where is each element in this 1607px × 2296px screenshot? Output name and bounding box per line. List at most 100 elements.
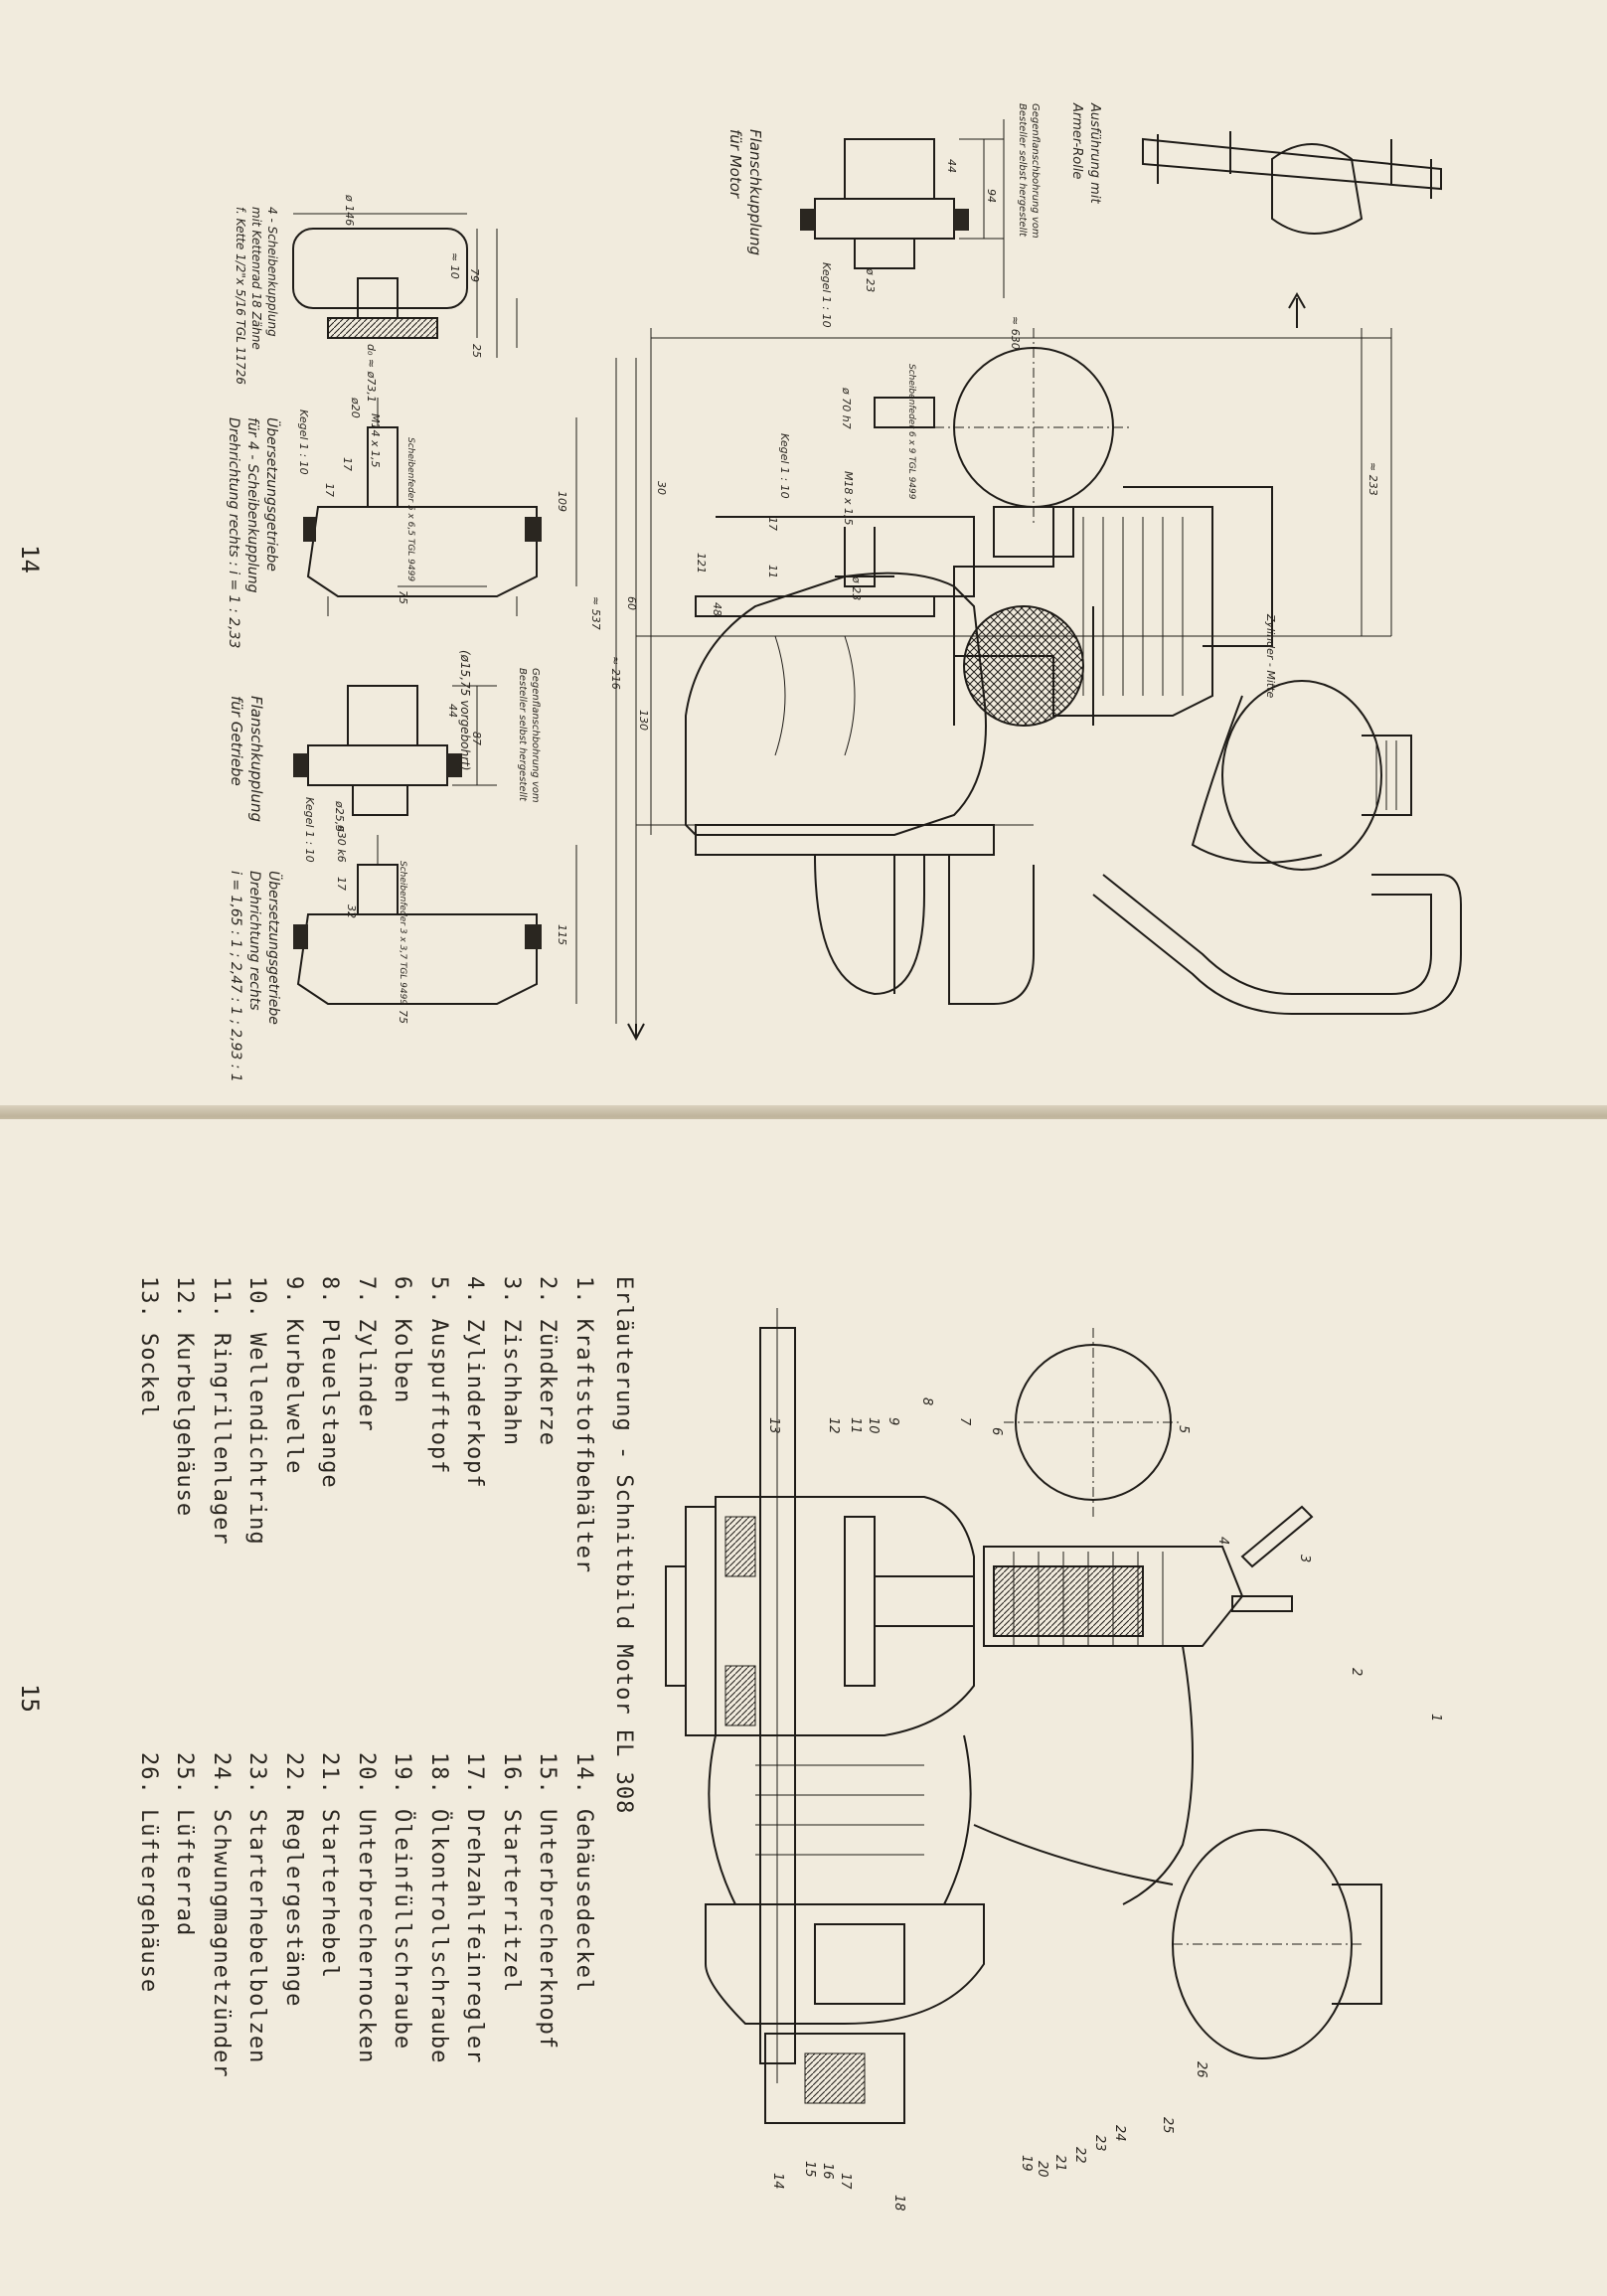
- callout-2: 2: [1349, 1668, 1364, 1677]
- dim-kegel-2: Kegel 1 : 10: [778, 433, 791, 499]
- callout-25: 25: [1160, 2117, 1175, 2134]
- callout-26: 26: [1194, 2061, 1208, 2078]
- dim-23b: ø 23: [864, 268, 877, 293]
- dim-121: 121: [695, 553, 708, 574]
- dim-233: ≈ 233: [1366, 462, 1379, 496]
- dim-m18: M18 x 1,5: [842, 471, 855, 526]
- callout-22: 22: [1072, 2147, 1087, 2164]
- dim-kegel-4: Kegel 1 : 10: [303, 797, 316, 863]
- legend-item: 5. Auspufftopf: [426, 1276, 451, 1475]
- callout-11: 11: [848, 1417, 863, 1434]
- dim-m14: M14 x 1,5: [369, 413, 382, 468]
- dim-17d: 17: [323, 483, 336, 497]
- dim-79: 79: [468, 268, 481, 282]
- dim-60: 60: [625, 596, 638, 610]
- legend-item: 2. Zündkerze: [535, 1276, 561, 1446]
- legend-item: 15. Unterbrecherknopf: [535, 1752, 561, 2050]
- callout-15: 15: [802, 2161, 817, 2178]
- legend-item: 16. Starterritzel: [499, 1752, 524, 1994]
- callout-1: 1: [1428, 1714, 1443, 1722]
- legend-item: 21. Starterhebel: [317, 1752, 343, 1979]
- dim-feder-1: Scheibenfeder 6 x 9 TGL 9499: [906, 364, 916, 500]
- dim-kegel-3: Kegel 1 : 10: [297, 410, 310, 475]
- callout-3: 3: [1297, 1555, 1312, 1563]
- note-pre-drilled: (ø15,75 vorgebohrt): [458, 650, 472, 771]
- label-flange-gear: Flanschkupplung für Getriebe: [228, 696, 265, 823]
- dim-10: ≈ 10: [448, 252, 461, 279]
- note-cylinder-center: Zylinder - Mitte: [1264, 614, 1277, 699]
- dim-70: ø 70 h7: [840, 388, 853, 429]
- callout-13: 13: [766, 1417, 781, 1434]
- label-flange-motor: Flanschkupplung für Motor: [726, 129, 764, 256]
- dim-87: 87: [470, 732, 483, 745]
- callout-17: 17: [838, 2173, 853, 2190]
- legend-item: 6. Kolben: [390, 1276, 415, 1404]
- dim-146: ø 146: [343, 195, 356, 227]
- dim-11: 11: [766, 565, 779, 578]
- dim-25: 25: [470, 344, 483, 358]
- dim-216: ≈ 216: [609, 656, 622, 690]
- dim-130: 130: [637, 710, 650, 731]
- label-gear-2: Übersetzungsgetriebe Drehrichtung rechts…: [228, 871, 281, 1082]
- dim-kegel-1: Kegel 1 : 10: [820, 262, 833, 328]
- callout-16: 16: [820, 2163, 835, 2180]
- callout-10: 10: [866, 1417, 881, 1434]
- legend-title: Erläuterung - Schnittbild Motor EL 308: [611, 1276, 636, 1815]
- dim-75a: 75: [397, 590, 409, 604]
- page-14: 14: [0, 0, 1607, 1116]
- legend-item: 25. Lüfterrad: [172, 1752, 198, 1937]
- dim-109: 109: [556, 491, 568, 512]
- callout-21: 21: [1052, 2155, 1067, 2172]
- callout-7: 7: [957, 1417, 972, 1426]
- dim-feder-3: Scheibenfeder 3 x 3,7 TGL 9499: [398, 861, 407, 1006]
- callout-8: 8: [919, 1397, 934, 1406]
- legend-item: 4. Zylinderkopf: [462, 1276, 488, 1489]
- page-15: 15 Erläuterung - Schnittbild Motor EL 30…: [0, 1119, 1607, 2296]
- dim-dk: d₀ ≈ ø73,1: [365, 344, 378, 403]
- dim-17c: 17: [335, 877, 348, 891]
- note-arm-roller: Ausführung mit Armer-Rolle: [1069, 103, 1102, 204]
- legend-item: 18. Ölkontrollschraube: [426, 1752, 451, 2064]
- dim-20: ø20: [349, 398, 362, 418]
- label-disc-clutch: 4 - Scheibenkupplung mit Kettenrad 18 Zä…: [234, 207, 279, 385]
- callout-20: 20: [1035, 2161, 1049, 2178]
- note-counter-flange: Gegenflanschbohrung vom Besteller selbst…: [1017, 103, 1041, 239]
- callout-23: 23: [1092, 2135, 1107, 2152]
- legend-item: 12. Kurbelgehäuse: [172, 1276, 198, 1518]
- callout-9: 9: [885, 1417, 900, 1426]
- callout-5: 5: [1176, 1425, 1191, 1434]
- legend-column-2: 14. Gehäusedeckel 15. Unterbrecherknopf …: [130, 1752, 602, 2078]
- dim-630: ≈ 630: [1009, 316, 1022, 350]
- legend-item: 3. Zischhahn: [499, 1276, 524, 1446]
- dim-30k: ø30 k6: [335, 825, 348, 863]
- dim-48: 48: [711, 602, 723, 616]
- callout-14: 14: [770, 2173, 785, 2190]
- legend-item: 13. Sockel: [136, 1276, 161, 1418]
- dim-44b: 44: [446, 704, 459, 718]
- dim-75b: 75: [397, 1010, 409, 1024]
- callout-24: 24: [1112, 2125, 1127, 2142]
- dim-32: 32: [345, 904, 358, 918]
- legend-item: 11. Ringrillenlager: [209, 1276, 234, 1546]
- legend-item: 7. Zylinder: [354, 1276, 379, 1432]
- callout-6: 6: [989, 1427, 1004, 1436]
- legend-item: 17. Drehzahlfeinregler: [462, 1752, 488, 2064]
- dim-23: ø 23: [850, 576, 863, 601]
- legend-item: 10. Wellendichtring: [244, 1276, 270, 1546]
- dim-537: ≈ 537: [589, 596, 602, 630]
- dim-feder-2: Scheibenfeder 5 x 6,5 TGL 9499: [405, 437, 415, 582]
- legend-item: 14. Gehäusedeckel: [571, 1752, 596, 1994]
- legend-item: 23. Starterhebelbolzen: [244, 1752, 270, 2064]
- callout-19: 19: [1019, 2155, 1034, 2172]
- legend-item: 20. Unterbrechernocken: [354, 1752, 379, 2064]
- callout-12: 12: [826, 1417, 841, 1434]
- callout-18: 18: [891, 2195, 906, 2212]
- dim-30: 30: [655, 481, 668, 495]
- legend-item: 26. Lüftergehäuse: [136, 1752, 161, 1994]
- note-counter-flange-2: Gegenflanschbohrung vom Besteller selbst…: [517, 668, 541, 803]
- callout-4: 4: [1215, 1537, 1230, 1546]
- legend-column-1: 1. Kraftstoffbehälter 2. Zündkerze 3. Zi…: [130, 1276, 602, 1573]
- dim-17b: 17: [341, 457, 354, 471]
- legend-item: 19. Öleinfüllschraube: [390, 1752, 415, 2050]
